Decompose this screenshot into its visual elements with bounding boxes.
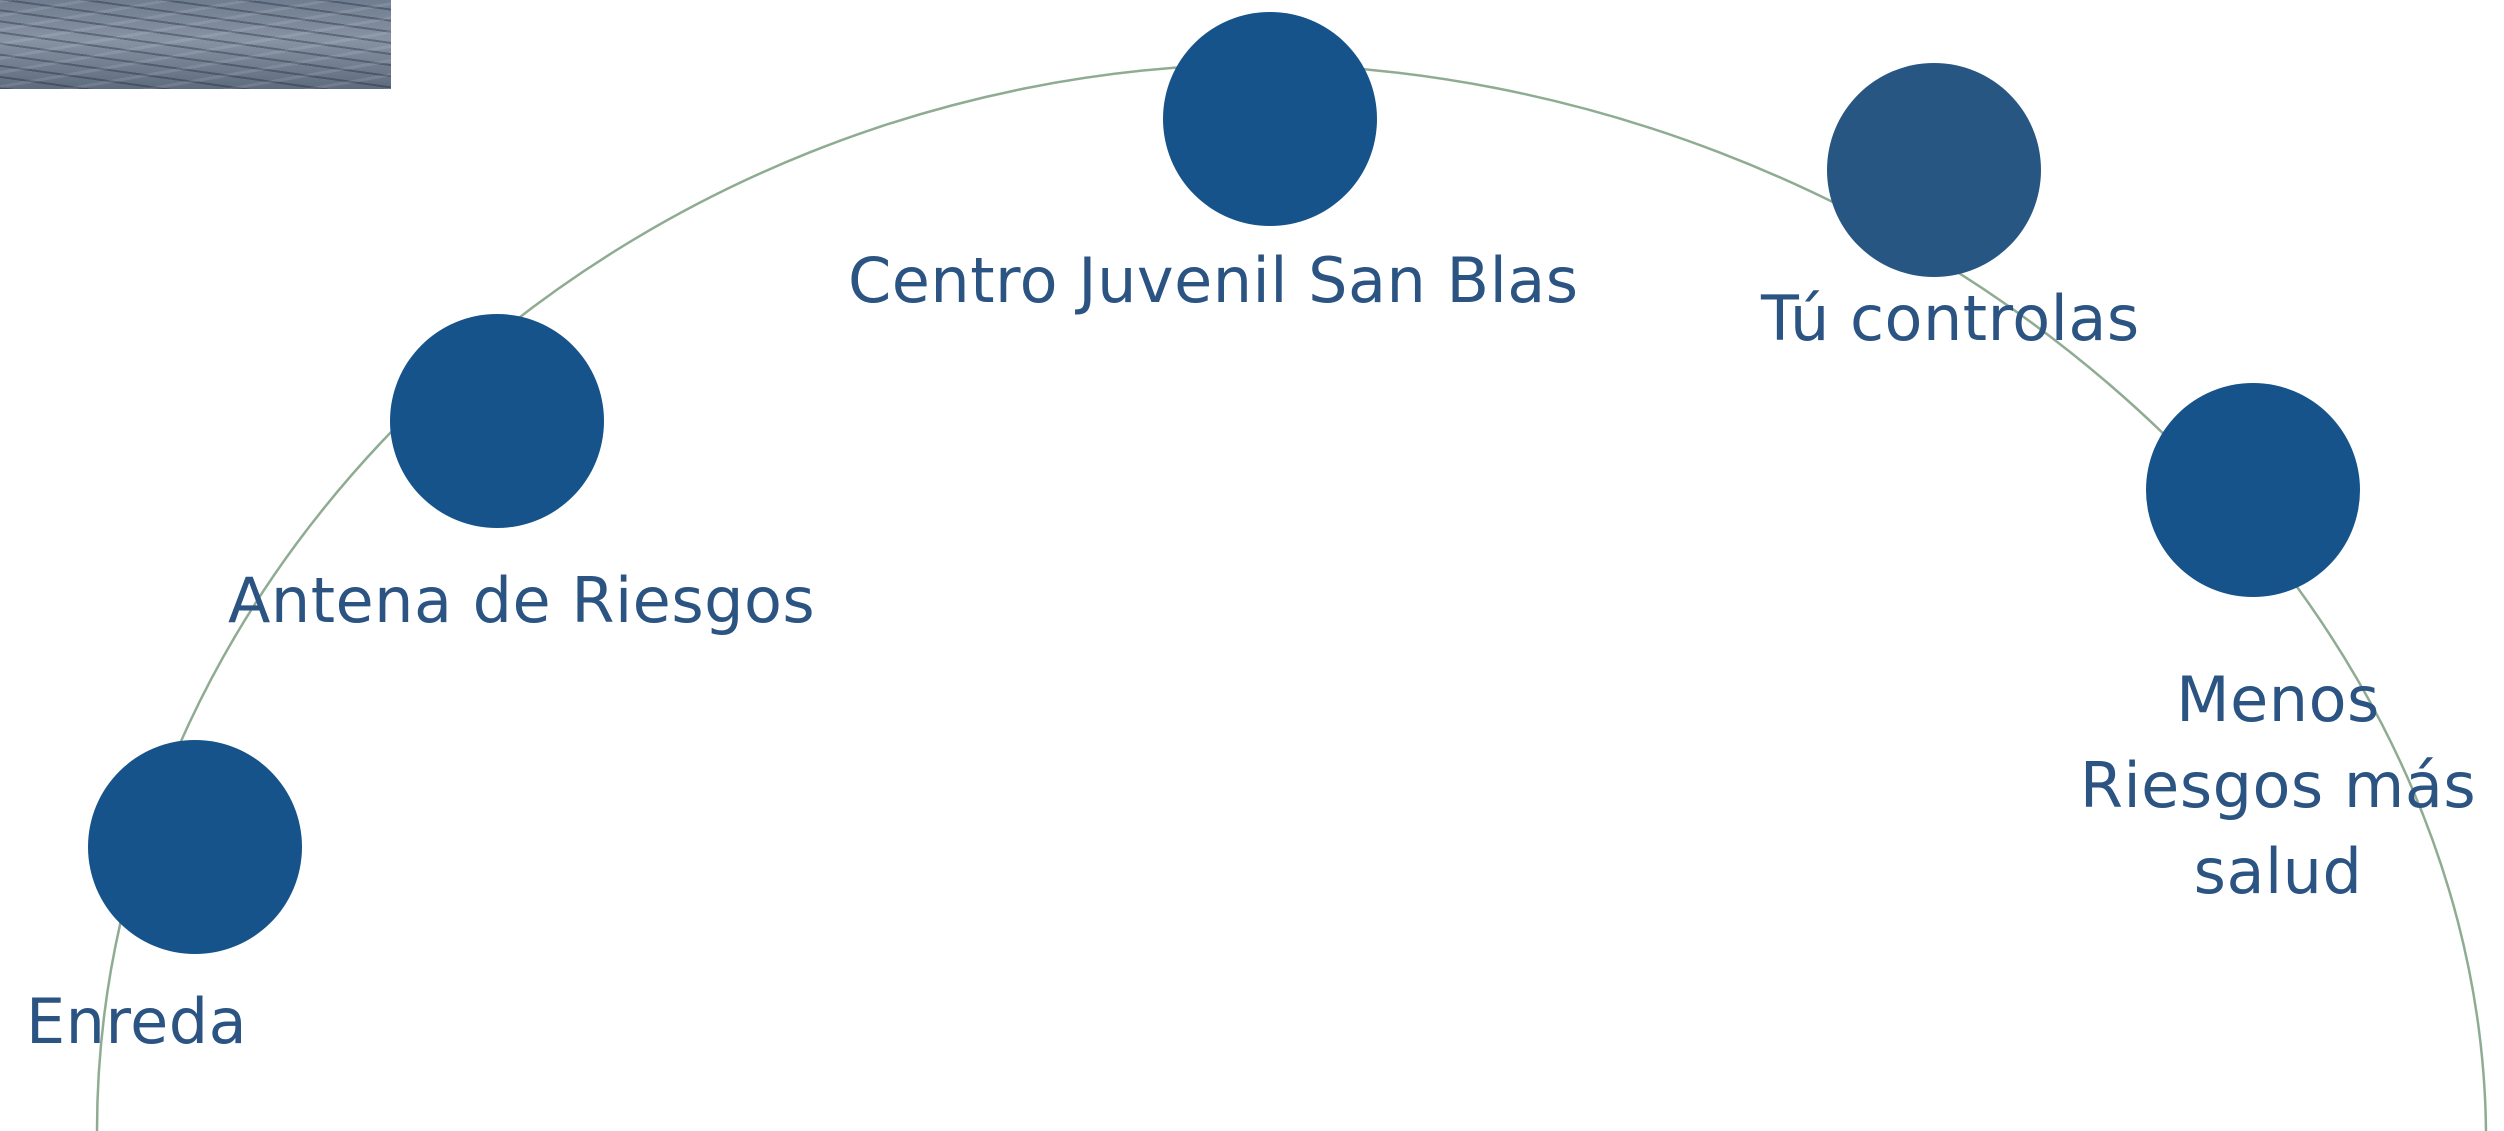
node-circle-tucontrolas <box>1827 63 2041 277</box>
node-circle-antena <box>390 314 604 528</box>
node-label-enreda: Enreda <box>26 985 248 1058</box>
node-circle-enreda <box>88 740 302 954</box>
node-label-menos-line-2: Riesgos más <box>2079 749 2477 822</box>
water-texture-image <box>0 0 391 89</box>
node-label-centro: Centro Juvenil San Blas <box>848 244 1579 317</box>
node-label-menos-line-3: salud <box>2193 835 2363 908</box>
node-label-tucontrolas: Tú controlas <box>1761 282 2140 355</box>
node-circle-centro <box>1163 12 1377 226</box>
node-label-menos: Menos Riesgos más salud <box>2060 657 2496 915</box>
node-circle-menos <box>2146 383 2360 597</box>
node-label-antena: Antena de Riesgos <box>228 564 816 637</box>
node-label-menos-line-1: Menos <box>2176 663 2380 736</box>
